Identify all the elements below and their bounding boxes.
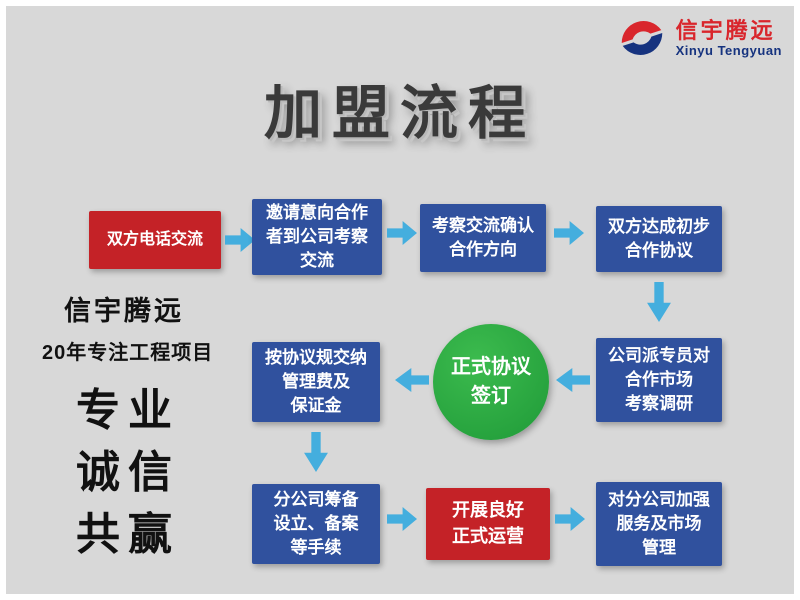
arrow-down-icon: [647, 282, 671, 322]
flow-step-6-sign-agreement: 正式协议 签订: [433, 324, 549, 440]
flow-step-1-phone-contact: 双方电话交流: [89, 211, 221, 269]
flow-step-5-market-research: 公司派专员对 合作市场 考察调研: [596, 338, 722, 422]
value-word-1: 专业: [76, 386, 180, 435]
arrow-down-icon: [304, 432, 328, 472]
page-title: 加盟流程: [263, 81, 536, 146]
logo-text: 信宇腾远 Xinyu Tengyuan: [676, 18, 782, 58]
logo: 信宇腾远 Xinyu Tengyuan: [616, 12, 782, 64]
logo-icon: [621, 21, 662, 55]
left-subtitle: 20年专注工程项目: [42, 342, 214, 364]
arrow-right-icon: [225, 228, 255, 252]
arrow-right-icon: [387, 507, 417, 531]
logo-name-cn: 信宇腾远: [675, 17, 776, 43]
value-word-3: 共赢: [76, 510, 180, 559]
arrow-right-icon: [555, 507, 585, 531]
left-brand: 信宇腾远: [64, 296, 184, 326]
arrow-right-icon: [387, 221, 417, 245]
flow-step-10-ongoing-support: 对分公司加强 服务及市场 管理: [596, 482, 722, 566]
flow-step-2-invite-visit: 邀请意向合作 者到公司考察 交流: [252, 199, 382, 275]
logo-name-en: Xinyu Tengyuan: [675, 43, 782, 59]
flow-step-4-initial-agreement: 双方达成初步 合作协议: [596, 206, 722, 272]
arrow-left-icon: [395, 368, 429, 392]
arrow-left-icon: [556, 368, 590, 392]
flow-step-9-official-operation: 开展良好 正式运营: [426, 488, 550, 560]
arrow-right-icon: [554, 221, 584, 245]
flow-step-7-pay-fees: 按协议规交纳 管理费及 保证金: [252, 342, 380, 422]
value-word-2: 诚信: [76, 448, 180, 497]
flow-step-3-confirm-direction: 考察交流确认 合作方向: [420, 204, 546, 272]
flow-step-8-branch-setup: 分公司筹备 设立、备案 等手续: [252, 484, 380, 564]
